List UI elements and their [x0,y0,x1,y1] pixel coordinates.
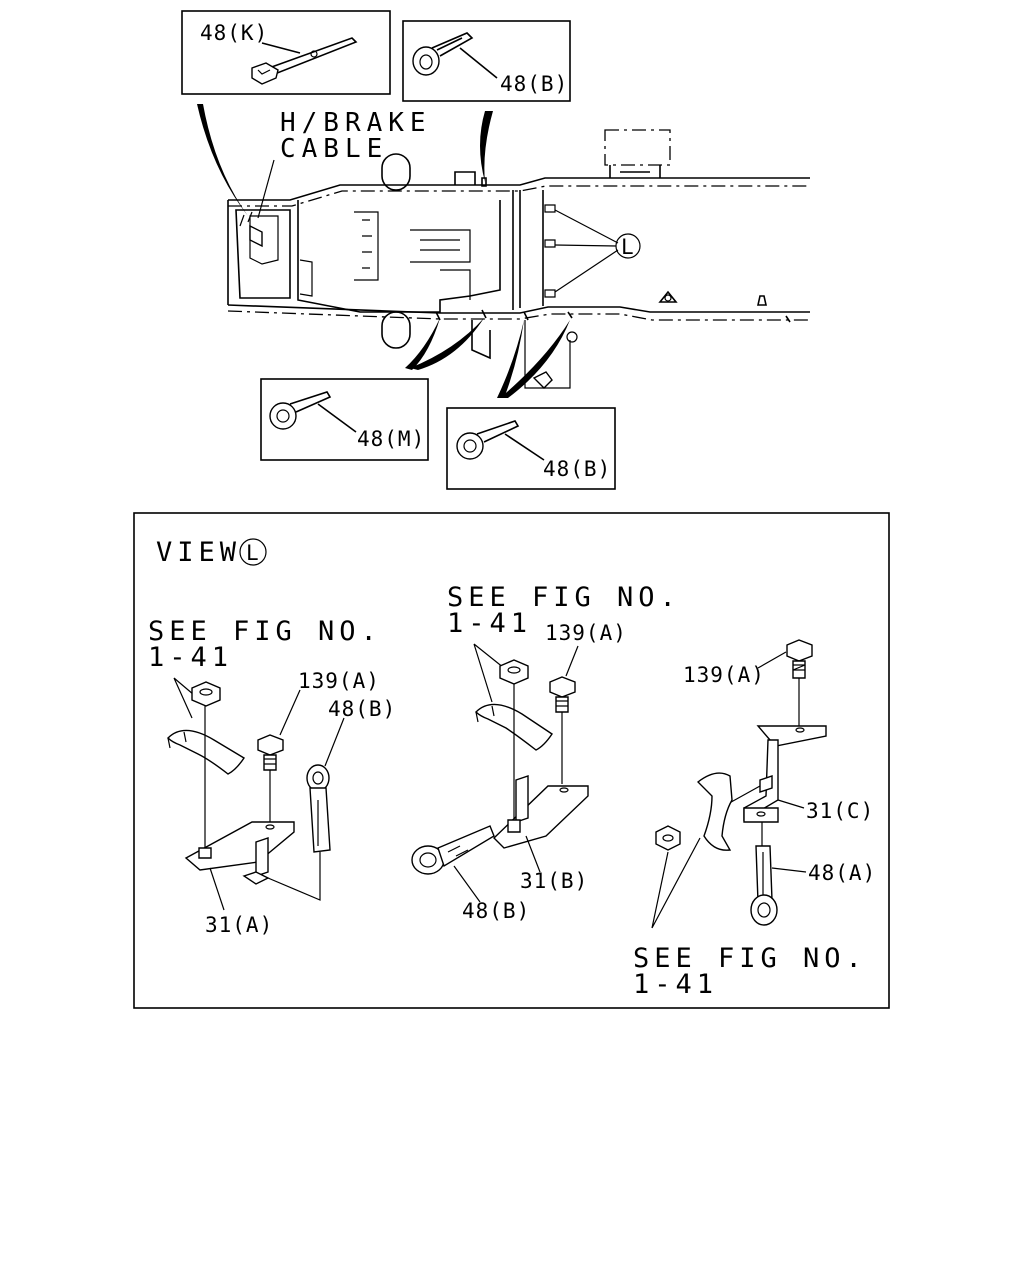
clip-48b [411,825,495,875]
bolt-label: 139(A) [298,669,380,693]
callout-48b-top: 48(B) [402,20,571,102]
nut-icon [191,681,221,707]
hbrake-label-line2: CABLE [280,134,388,164]
group-3: 139(A) 31(C) 48(A) SEE FIG NO. [633,639,876,1000]
view-title: VIEW [156,537,241,568]
callout-48m: 48(M) [260,378,429,461]
bolt-label: 139(A) [545,621,627,645]
nut-icon [655,825,681,851]
view-marker-top: L [621,235,635,259]
bolt-icon [549,676,576,713]
label-48m: 48(M) [357,427,425,451]
hose-clip-icon [456,420,545,461]
clip-label: 48(A) [808,861,876,885]
nut-icon [499,659,529,685]
clip-48a [750,845,778,926]
label-48b-bottom: 48(B) [543,457,611,481]
bracket-31a [184,821,295,885]
see-fig-line1: SEE FIG NO. [148,616,382,647]
hose-icon [167,729,245,775]
bracket-label: 31(C) [806,799,874,823]
view-title-marker-circle [239,538,267,566]
label-48b-top: 48(B) [500,72,568,96]
clip-48b [306,764,331,853]
see-fig-line2: 1-41 [633,969,718,1000]
bracket-label: 31(B) [520,869,588,893]
callout-48k: 48(K) [181,10,391,95]
group-2: SEE FIG NO. 1-41 [411,582,681,923]
clip-label: 48(B) [328,697,396,721]
view-panel-frame [133,512,890,1009]
view-title-marker: L [246,541,260,565]
bracket-31c [743,725,827,823]
see-fig-line1: SEE FIG NO. [447,582,681,613]
hose-clip-icon [269,391,357,433]
bolt-label: 139(A) [683,663,765,687]
bracket-31b [493,775,589,849]
clip-label: 48(B) [462,899,530,923]
group-1: SEE FIG NO. 1-41 [148,616,396,937]
hose-icon [696,772,733,851]
see-fig-line1: SEE FIG NO. [633,943,867,974]
hbrake-leader [257,159,275,219]
see-fig-line2: 1-41 [447,608,532,639]
bolt-icon [786,639,813,679]
chassis-frame: L [227,129,810,389]
bolt-icon [257,734,284,771]
label-48k: 48(K) [200,21,268,45]
callout-48b-bottom: 48(B) [446,407,616,490]
callout-pointers [197,104,570,398]
bracket-label: 31(A) [205,913,273,937]
hose-clip-icon [412,32,498,79]
cable-tie-icon [251,37,358,85]
hbrake-label-line1: H/BRAKE [280,108,432,138]
see-fig-line2: 1-41 [148,642,233,673]
